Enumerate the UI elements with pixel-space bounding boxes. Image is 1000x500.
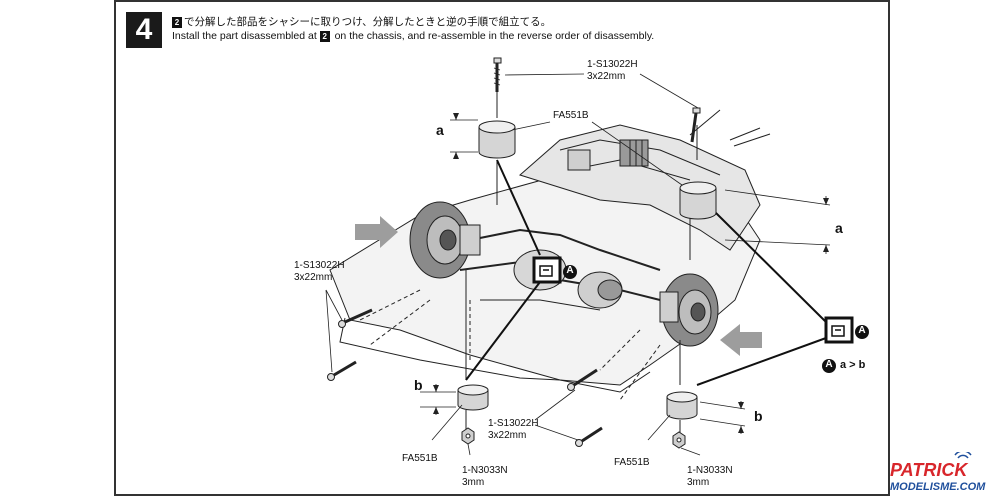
label-nut-left-code: 1-N3033N	[462, 465, 508, 476]
screw-center-lower	[575, 426, 603, 447]
callout-note-letter: A	[825, 359, 833, 370]
dim-b-right: b	[754, 408, 763, 424]
nut-left	[461, 427, 475, 445]
label-nut-left: 1-N3033N 3mm	[462, 465, 508, 489]
direction-arrow-right	[720, 324, 762, 356]
nut-right	[672, 431, 686, 449]
instruction-english: Install the part disassembled at 2 on th…	[172, 30, 654, 42]
step-ref-badge: 2	[172, 16, 182, 28]
instruction-english-after: on the chassis, and re-assemble in the r…	[334, 30, 655, 42]
label-nut-right-size: 3mm	[687, 477, 710, 488]
step-ref-badge-en: 2	[319, 30, 330, 42]
step-number: 4	[126, 12, 162, 48]
label-nut-left-size: 3mm	[462, 477, 485, 488]
screw-center-upper	[567, 368, 598, 391]
label-screw-center: 1-S13022H 3x22mm	[488, 418, 539, 442]
instruction-japanese-text: で分解した部品をシャシーに取りつけ、分解したときと逆の手順で組立てる。	[184, 16, 552, 28]
screw-top-left	[493, 57, 502, 92]
label-screw-top-size: 3x22mm	[587, 71, 626, 82]
screw-left-lower	[327, 360, 357, 381]
label-screw-left-size: 3x22mm	[294, 272, 333, 283]
callout-letter-center: A	[566, 265, 574, 276]
callout-box-center	[532, 256, 577, 284]
spacer-top-left	[478, 120, 516, 159]
label-spacer-bottom-right: FA551B	[614, 457, 650, 468]
callout-letter-right: A	[858, 325, 866, 336]
label-screw-left: 1-S13022H 3x22mm	[294, 260, 345, 284]
logo-site: MODELISME.COM	[890, 481, 986, 493]
screw-left-upper	[338, 308, 373, 328]
callout-box-right	[822, 316, 869, 373]
instruction-english-before: Install the part disassembled at	[172, 30, 317, 42]
label-screw-top: 1-S13022H 3x22mm	[587, 59, 638, 83]
label-screw-left-code: 1-S13022H	[294, 260, 345, 271]
screw-top-right	[690, 107, 701, 143]
label-spacer-bottom-left: FA551B	[402, 453, 438, 464]
spacer-bottom-left	[457, 384, 489, 411]
patrick-modelisme-logo: PATRICK MODELISME.COM	[890, 452, 986, 493]
logo-brand: PATRICK	[890, 460, 969, 480]
dim-a-left: a	[436, 122, 444, 138]
label-screw-top-code: 1-S13022H	[587, 59, 638, 70]
dim-a-right: a	[835, 220, 843, 236]
direction-arrow-left	[355, 216, 398, 248]
label-screw-center-code: 1-S13022H	[488, 418, 539, 429]
callout-note: a > b	[840, 359, 866, 371]
spacer-top-right	[679, 181, 717, 220]
dim-b-left: b	[414, 377, 423, 393]
label-screw-center-size: 3x22mm	[488, 430, 527, 441]
label-nut-right-code: 1-N3033N	[687, 465, 733, 476]
label-nut-right: 1-N3033N 3mm	[687, 465, 733, 489]
spacer-bottom-right	[666, 391, 698, 420]
label-spacer-top: FA551B	[553, 110, 589, 121]
